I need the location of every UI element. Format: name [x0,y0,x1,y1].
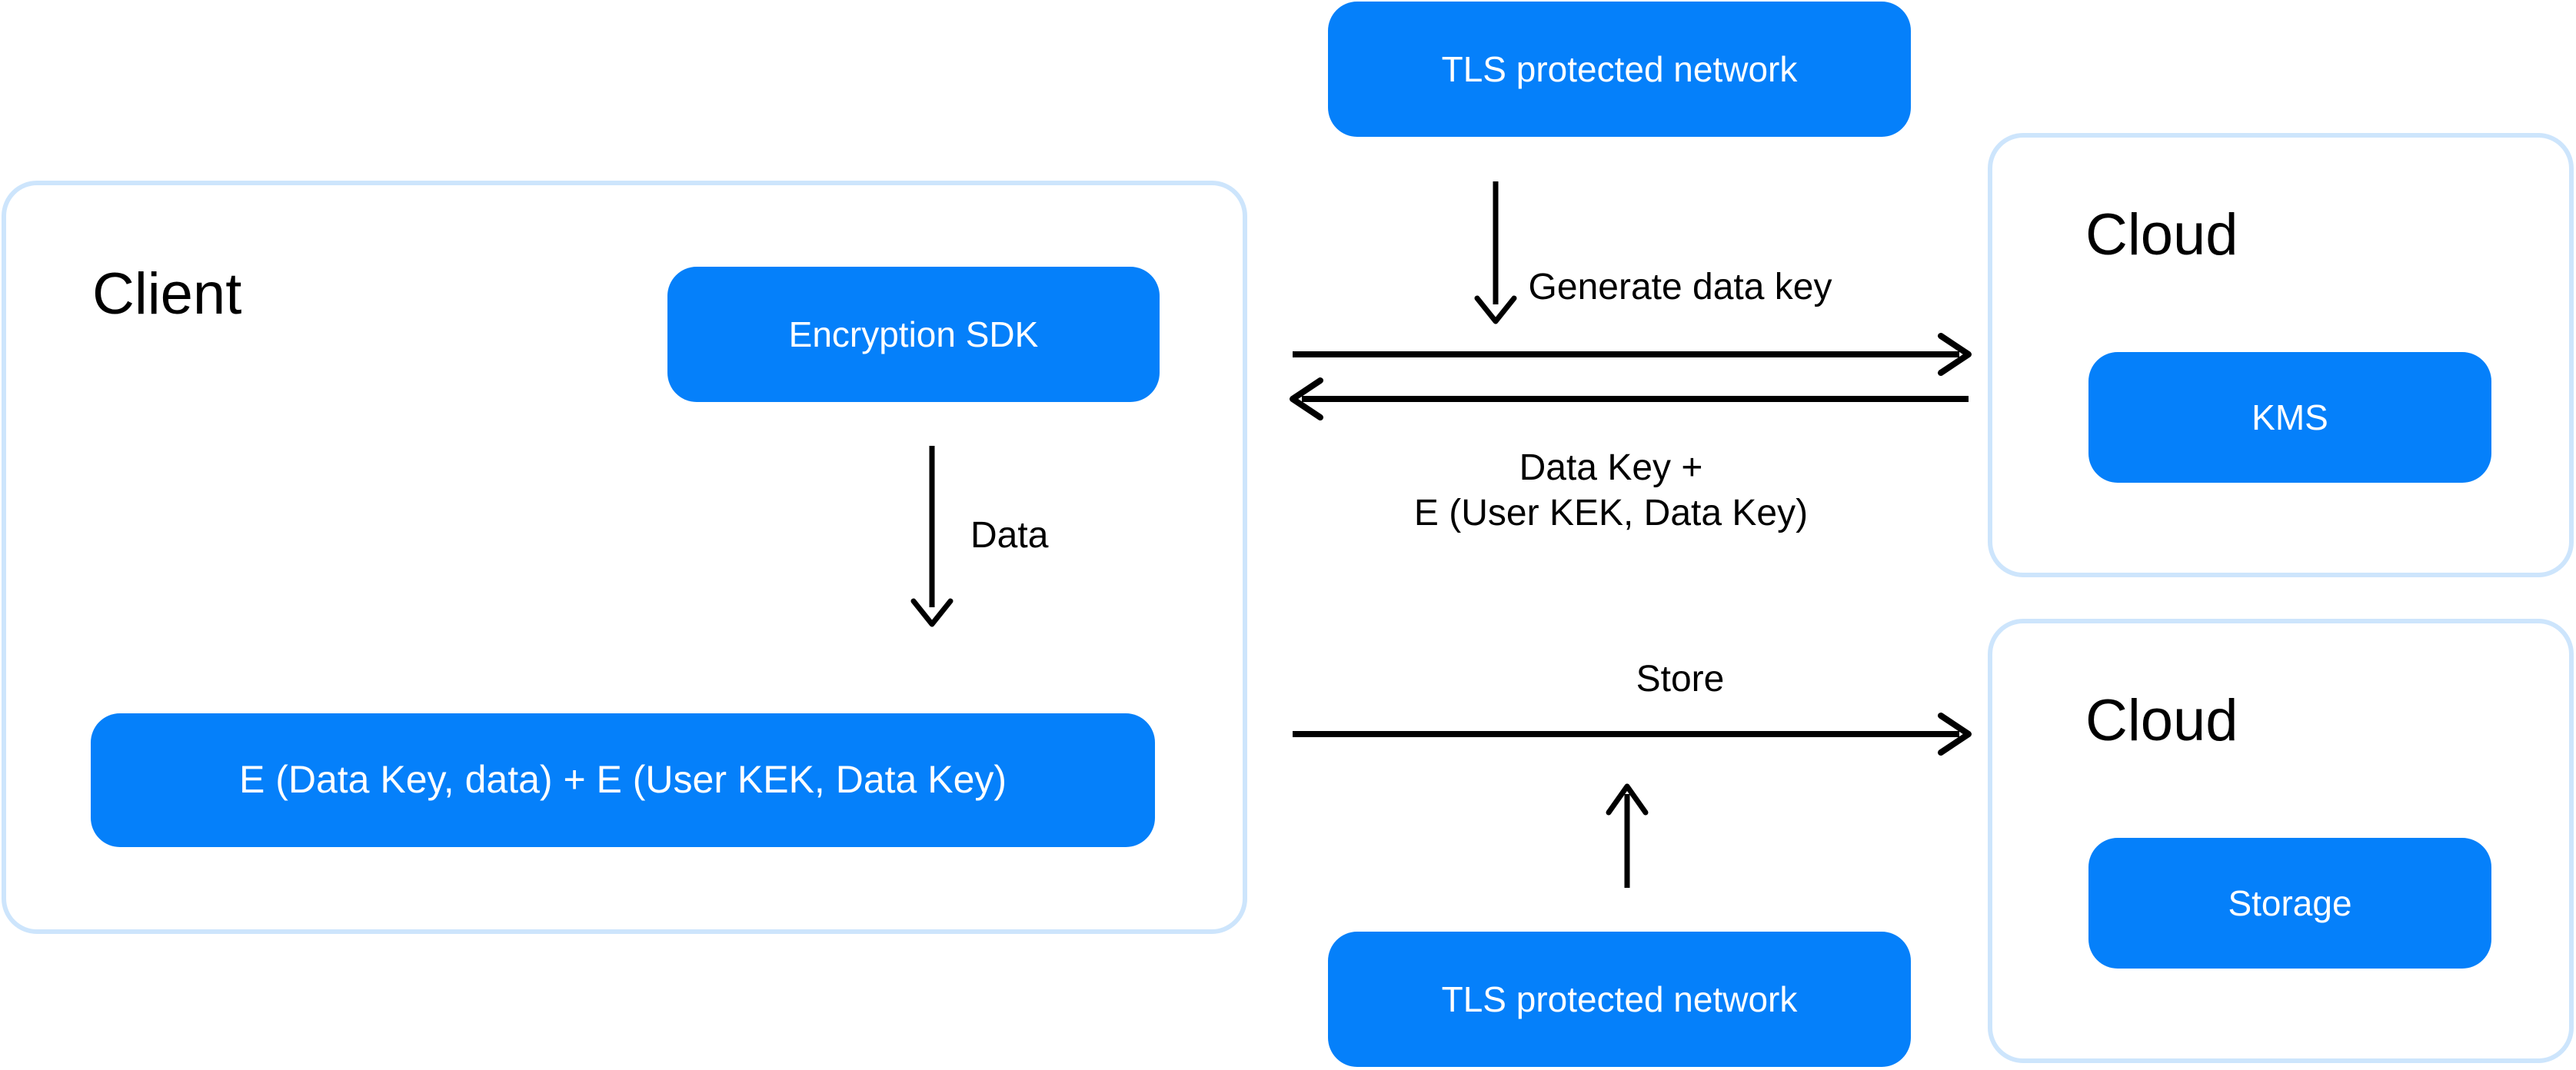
cloud-storage-title: Cloud [2085,688,2238,753]
cloud-kms-title: Cloud [2085,202,2238,268]
data-flow-label: Data [970,515,1049,556]
data-key-return-label: Data Key + E (User KEK, Data Key) [1413,447,1809,533]
client-title: Client [92,261,242,327]
tls-protected-network-bottom-box[interactable]: TLS protected network [1328,932,1911,1067]
storage-box[interactable]: Storage [2088,838,2491,969]
store-arrow [1293,713,1972,756]
tls-to-store-arrow [1606,783,1649,888]
encryption-sdk-box[interactable]: Encryption SDK [667,267,1160,402]
tls-protected-network-top-box[interactable]: TLS protected network [1328,2,1911,137]
generate-data-key-arrow [1293,333,1972,376]
store-label: Store [1636,659,1725,699]
encrypted-payload-box[interactable]: E (Data Key, data) + E (User KEK, Data K… [91,713,1155,847]
data-key-return-arrow [1290,377,1969,420]
kms-box[interactable]: KMS [2088,352,2491,483]
generate-data-key-label: Generate data key [1528,267,1832,307]
